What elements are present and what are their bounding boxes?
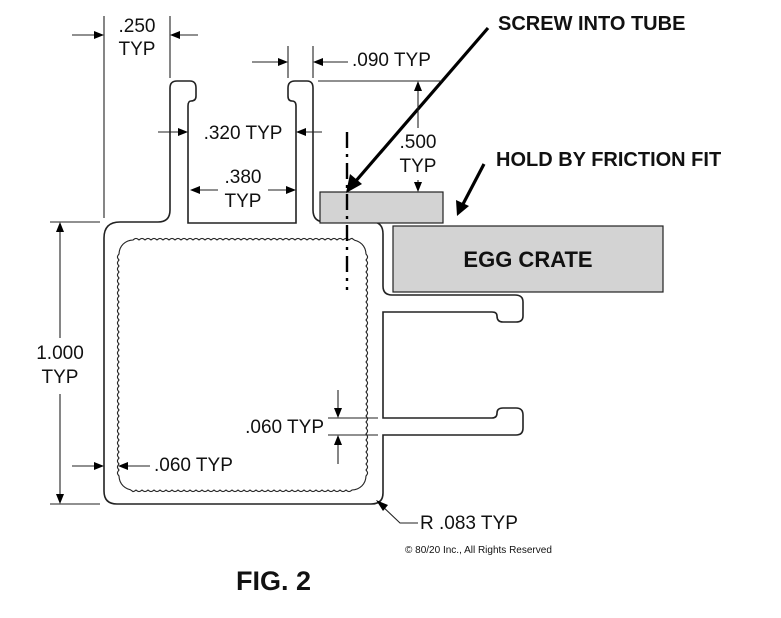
dim-500-arrow-bottom: [414, 182, 422, 192]
dim-090-arrow-right: [313, 58, 323, 66]
dim-090-value: .090 TYP: [352, 50, 431, 71]
profile-outer-outline: [103, 80, 524, 505]
dim-380-arrow-left: [190, 186, 200, 194]
screw-plate: [319, 191, 444, 224]
dim-060-right-arrow-bottom: [334, 435, 342, 445]
dim-1000-typ: TYP: [42, 367, 79, 388]
radius-arrowhead: [376, 500, 388, 511]
dim-320-arrow-left: [178, 128, 188, 136]
dim-500-value: .500: [400, 132, 437, 153]
dim-250-arrow-right: [170, 31, 180, 39]
egg-crate-panel: [392, 225, 664, 293]
friction-fit-arrowhead: [456, 200, 469, 216]
egg-crate-label: EGG CRATE: [463, 247, 592, 272]
dim-500-arrow-top: [414, 81, 422, 91]
dim-060-left-value: .060 TYP: [154, 455, 233, 476]
friction-fit-leader: [460, 163, 486, 207]
dim-060-left-arrow-left: [94, 462, 104, 470]
copyright-notice: © 80/20 Inc., All Rights Reserved: [405, 545, 552, 556]
dim-380-arrow-right: [286, 186, 296, 194]
dim-250-arrow-left: [94, 31, 104, 39]
dim-060-left-arrow-right: [118, 462, 128, 470]
screw-into-tube-leader: [353, 26, 490, 184]
screw-into-tube-arrowhead: [346, 174, 362, 193]
dim-380-typ: TYP: [225, 191, 262, 212]
friction-fit-callout: HOLD BY FRICTION FIT: [496, 149, 721, 171]
dim-1000-value: 1.000: [36, 343, 84, 364]
screw-into-tube-callout: SCREW INTO TUBE: [498, 13, 685, 35]
dim-090-arrow-left: [278, 58, 288, 66]
dim-320-value: .320 TYP: [204, 123, 283, 144]
radius-value: R .083 TYP: [420, 513, 518, 534]
dim-1000-arrow-bottom: [56, 494, 64, 504]
dim-060-right-value: .060 TYP: [245, 417, 324, 438]
profile-inner-hollow: [116, 237, 369, 493]
dim-320-arrow-right: [296, 128, 306, 136]
dim-500-typ: TYP: [400, 156, 437, 177]
radius-leader: [379, 503, 418, 524]
dim-380-value: .380: [225, 167, 262, 188]
dim-1000-arrow-top: [56, 222, 64, 232]
dim-250-typ: TYP: [119, 39, 156, 60]
dim-250-value: .250: [119, 16, 156, 37]
dim-060-right-arrow-top: [334, 408, 342, 418]
figure-caption: FIG. 2: [236, 566, 311, 596]
